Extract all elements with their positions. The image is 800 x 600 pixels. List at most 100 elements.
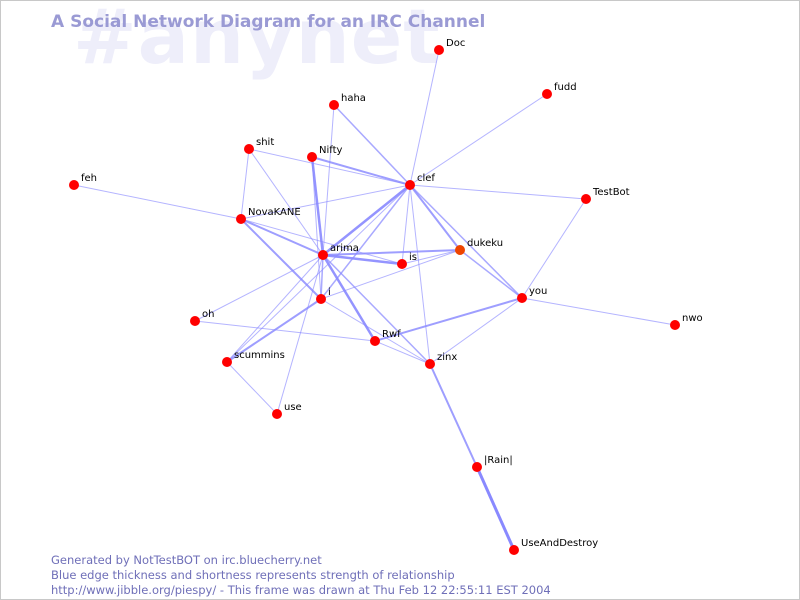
node-label: scummins — [234, 350, 285, 361]
node-label: you — [529, 286, 547, 297]
node-label: clef — [417, 173, 435, 184]
edge-rwf-zinx — [374, 340, 431, 365]
node-scummins[interactable]: scummins — [222, 350, 285, 367]
node-label: oh — [202, 309, 214, 320]
node-dot[interactable] — [509, 545, 519, 555]
node-dukeku[interactable]: dukeku — [455, 238, 503, 255]
edge-zinx-rain — [429, 363, 478, 468]
edge-arima-use — [276, 254, 324, 415]
node-dot[interactable] — [272, 409, 282, 419]
node-dot[interactable] — [581, 194, 591, 204]
edge-doc-clef — [409, 49, 440, 186]
node-zinx[interactable]: zinx — [425, 352, 457, 369]
node-useanddestroy[interactable]: UseAndDestroy — [509, 538, 598, 555]
node-you[interactable]: you — [517, 286, 547, 303]
edge-rain-useanddestroy — [475, 466, 516, 551]
node-dot[interactable] — [517, 293, 527, 303]
edge-shit-clef — [248, 148, 411, 186]
node-rwf[interactable]: Rwf — [370, 329, 401, 346]
edge-haha-arima — [322, 104, 335, 256]
node-label: zinx — [437, 352, 457, 363]
node-haha[interactable]: haha — [329, 93, 366, 110]
edge-is-dukeku — [401, 249, 461, 265]
node-clef[interactable]: clef — [405, 173, 435, 190]
node-label: fudd — [554, 82, 577, 93]
node-shit[interactable]: shit — [244, 137, 274, 154]
node-label: is — [409, 252, 417, 263]
node-label: i — [328, 287, 331, 298]
node-dot[interactable] — [329, 100, 339, 110]
edge-clef-zinx — [409, 184, 431, 365]
footer-generated-by: Generated by NotTestBOT on irc.bluecherr… — [51, 553, 322, 567]
edge-shit-arima — [248, 148, 324, 256]
edge-clef-is — [401, 184, 411, 265]
edge-you-zinx — [429, 297, 523, 365]
node-label: feh — [81, 173, 97, 184]
node-is[interactable]: is — [397, 252, 417, 269]
edge-dukeku-you — [459, 249, 523, 299]
node-dot[interactable] — [370, 336, 380, 346]
edge-you-rwf — [374, 297, 523, 342]
node-dot[interactable] — [222, 357, 232, 367]
node-dot[interactable] — [472, 462, 482, 472]
node-dot[interactable] — [236, 214, 246, 224]
node-dot[interactable] — [425, 359, 435, 369]
edge-clef-dukeku — [409, 184, 461, 251]
node-rain[interactable]: |Rain| — [472, 455, 513, 472]
node-i[interactable]: i — [316, 287, 331, 304]
footer-link-timestamp[interactable]: http://www.jibble.org/piespy/ - This fra… — [51, 583, 551, 597]
node-label: Doc — [446, 38, 465, 49]
node-doc[interactable]: Doc — [434, 38, 465, 55]
node-dot[interactable] — [190, 316, 200, 326]
edge-clef-novakane — [240, 184, 411, 220]
node-label: haha — [341, 93, 366, 104]
edge-testbot-you — [521, 198, 587, 299]
node-label: Nifty — [319, 145, 343, 156]
node-dot[interactable] — [397, 259, 407, 269]
node-dot[interactable] — [670, 320, 680, 330]
node-arima[interactable]: arima — [318, 243, 359, 260]
node-dot[interactable] — [316, 294, 326, 304]
node-dot[interactable] — [318, 250, 328, 260]
edge-clef-testbot — [409, 184, 587, 200]
edge-arima-zinx — [322, 254, 431, 365]
edge-shit-novakane — [240, 148, 250, 220]
edge-arima-scummins — [226, 254, 324, 363]
edge-fudd-clef — [409, 93, 548, 186]
edge-feh-novakane — [73, 184, 242, 220]
edge-i-zinx — [320, 298, 431, 365]
node-dot[interactable] — [69, 180, 79, 190]
edge-novakane-is — [240, 218, 403, 265]
edge-clef-scummins — [226, 184, 411, 363]
edge-haha-clef — [333, 104, 411, 186]
node-label: TestBot — [592, 187, 630, 198]
node-label: Rwf — [382, 329, 401, 340]
footer: Generated by NotTestBOT on irc.bluecherr… — [51, 553, 551, 598]
node-nwo[interactable]: nwo — [670, 313, 703, 330]
edge-scummins-use — [226, 361, 278, 415]
node-nifty[interactable]: Nifty — [307, 145, 343, 162]
node-fudd[interactable]: fudd — [542, 82, 577, 99]
node-novakane[interactable]: NovaKANE — [236, 207, 301, 224]
node-dot[interactable] — [244, 144, 254, 154]
edge-arima-rwf — [321, 254, 377, 342]
node-dot[interactable] — [307, 152, 317, 162]
node-feh[interactable]: feh — [69, 173, 97, 190]
node-oh[interactable]: oh — [190, 309, 214, 326]
edge-clef-i — [320, 184, 411, 300]
node-label: |Rain| — [484, 455, 513, 466]
node-dot[interactable] — [455, 245, 465, 255]
node-use[interactable]: use — [272, 402, 302, 419]
node-dot[interactable] — [434, 45, 444, 55]
node-label: use — [284, 402, 302, 413]
edge-i-scummins — [226, 298, 322, 363]
node-dot[interactable] — [405, 180, 415, 190]
node-testbot[interactable]: TestBot — [581, 187, 630, 204]
edge-nifty-clef — [311, 156, 411, 186]
edge-arima-dukeku — [322, 249, 461, 256]
node-label: shit — [256, 137, 274, 148]
node-dot[interactable] — [542, 89, 552, 99]
diagram-title: A Social Network Diagram for an IRC Chan… — [51, 12, 486, 32]
